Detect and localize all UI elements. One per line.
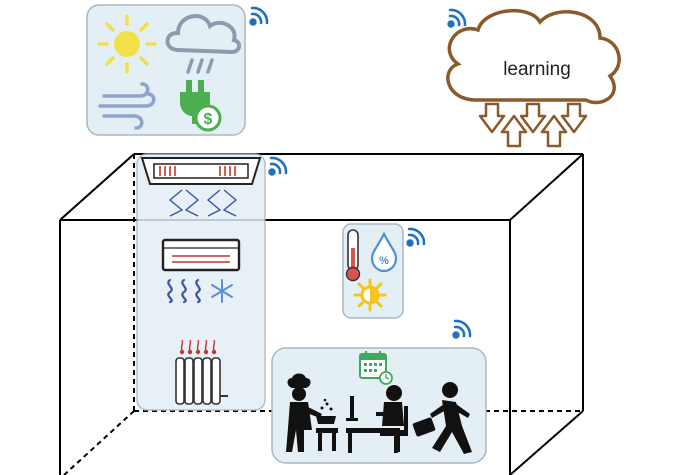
brightness-icon <box>353 278 387 312</box>
arrow-down-icon <box>560 102 588 134</box>
weather-panel: $ <box>86 4 269 136</box>
occupancy-panel <box>271 319 487 464</box>
wind-icon <box>98 82 156 130</box>
thermometer-icon <box>345 229 361 282</box>
room-box <box>59 153 584 475</box>
room-depth-top-left <box>59 153 135 221</box>
cloud-label: learning <box>503 59 571 80</box>
rain-cloud-icon <box>165 14 241 74</box>
humidity-percent-symbol: % <box>379 255 389 267</box>
calendar-icon <box>359 351 393 385</box>
wifi-icon <box>267 156 288 177</box>
room-depth-bottom-right <box>509 410 584 475</box>
air-conditioner-icon <box>161 238 241 304</box>
occupancy-panel-bg <box>271 347 487 464</box>
sensor-panel: % <box>342 223 426 319</box>
wifi-icon <box>248 6 269 27</box>
arrow-down-icon <box>519 102 547 134</box>
arrow-up-icon <box>500 114 528 148</box>
room-depth-top-right <box>509 153 584 221</box>
humidity-icon: % <box>370 231 398 273</box>
walking-person-icon <box>412 382 472 454</box>
plug-dollar-icon: $ <box>180 80 222 132</box>
sun-icon <box>97 14 157 74</box>
dollar-symbol: $ <box>204 111 213 128</box>
arrow-down-icon <box>478 102 506 134</box>
office-worker-icon <box>346 385 408 453</box>
cook-icon <box>286 373 338 452</box>
hvac-panel <box>136 153 288 411</box>
learning-cloud: learning <box>446 8 621 148</box>
snowflake-icon <box>211 279 233 303</box>
cloud-outline <box>446 8 621 105</box>
wifi-icon <box>451 319 472 340</box>
radiator-icon <box>175 339 228 405</box>
hvac-panel-bg <box>136 153 266 411</box>
arrow-up-icon <box>540 114 568 148</box>
room-depth-bottom-left <box>63 410 135 475</box>
cloud-arrows <box>478 102 588 148</box>
ceiling-vent-icon <box>140 157 262 217</box>
wifi-icon <box>446 8 467 29</box>
wifi-icon <box>405 227 426 248</box>
